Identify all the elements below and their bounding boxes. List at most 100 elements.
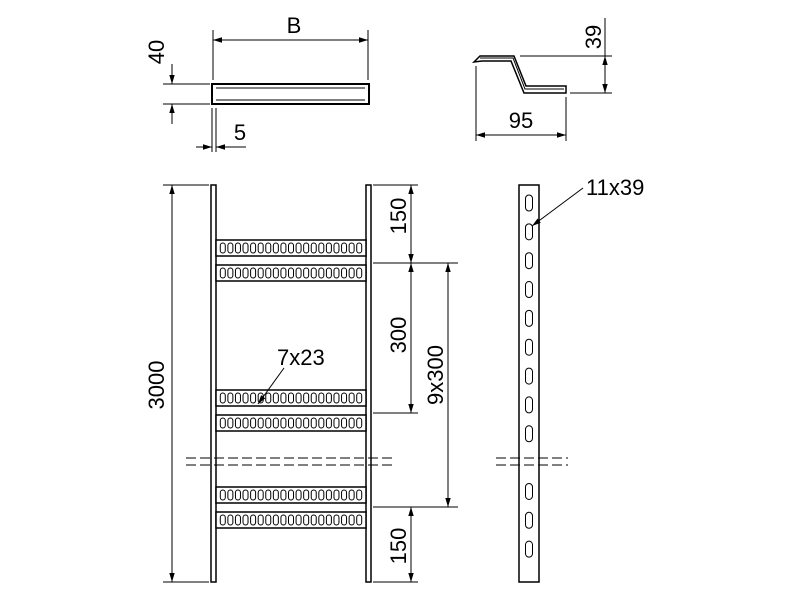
b-label: B [287,13,302,38]
slot-7x23-leader [257,367,285,405]
rung-slot [250,392,257,404]
rung-slot [272,267,279,279]
rung-slot [318,392,325,404]
rung-slot [250,417,257,429]
rung-slot [341,242,348,254]
rung-slot [250,267,257,279]
rung-slot [242,514,249,526]
rung-slot [265,417,272,429]
rung-slot [341,417,348,429]
rung-slot [250,489,257,501]
rung-slot [310,267,317,279]
rung-slot [325,489,332,501]
rail-slot [525,482,533,500]
rung-slot [325,267,332,279]
h39-label: 39 [581,25,606,49]
rail-slots [525,194,533,558]
rung-slot [325,514,332,526]
rail-slot [525,540,533,558]
rung-slot [250,242,257,254]
rung-slot [219,417,226,429]
rung-slot [219,242,226,254]
rung-slot [227,417,234,429]
rung-slot [348,267,355,279]
rung-slot [295,489,302,501]
rung-slot [325,242,332,254]
rung-slot [227,489,234,501]
rung-slot [288,489,294,501]
rung-slot [234,514,241,526]
rung-slot [325,392,332,404]
rung-slot [288,267,294,279]
rung-slot [265,392,272,404]
rung-slot [219,489,226,501]
rung-slot [333,417,340,429]
end-view: B 40 5 [144,13,370,152]
rung-slot [272,489,279,501]
rung-slot [288,417,294,429]
rung-slot [234,267,241,279]
l3000-label: 3000 [144,361,169,410]
rung-slot [280,514,287,526]
rung-slot [257,489,264,501]
rung-slot [341,392,348,404]
right-rail [365,184,372,583]
rail-slot [525,309,533,327]
rung-slot [356,417,363,429]
rung-slot [303,514,310,526]
rung-slot [257,417,264,429]
rail-profile-outline [480,57,564,90]
rung-slot [318,417,325,429]
rail-profile-outline [471,55,567,94]
rung-slot [341,489,348,501]
rung-slot [303,392,310,404]
rung-slot [257,267,264,279]
rung-slot [310,392,317,404]
rail-slot [525,511,533,529]
rung-slot [348,417,355,429]
rung-slot [242,489,249,501]
rung-slot [234,489,241,501]
top150-label: 150 [386,198,411,235]
rail-slot [525,396,533,414]
rung-slot [242,417,249,429]
rail-slot [525,223,533,241]
rung-slot [219,267,226,279]
rung-slot [295,417,302,429]
rung-slot [310,417,317,429]
rung-slot [280,242,287,254]
rung-slot [295,267,302,279]
rung-slot [356,392,363,404]
rung-slot [348,392,355,404]
rung-slot [265,514,272,526]
rung-slot [310,489,317,501]
rung-slot [265,242,272,254]
rung-slot [318,489,325,501]
rung-slot [348,242,355,254]
rung-slot [295,242,302,254]
rung-slot [288,242,294,254]
rung-slot [356,242,363,254]
span-label: 9x300 [423,345,448,405]
rung-slot [272,514,279,526]
rung-slot [318,242,325,254]
rung-slot [227,392,234,404]
rail-slot [525,338,533,356]
rail-slot [525,252,533,270]
rung-slot [280,392,287,404]
rung-slot [341,267,348,279]
rung-slot [333,392,340,404]
rung-slot [348,489,355,501]
rung-slot [310,242,317,254]
rung-slot [333,514,340,526]
rung-slot [257,242,264,254]
rung-slot [280,267,287,279]
rungs [215,239,367,529]
p300-label: 300 [386,317,411,354]
rung-slot [280,417,287,429]
ladder-plan-view: 3000 150 300 9x300 150 7x23 [144,184,458,583]
rung-slot [219,514,226,526]
rung-slot [234,242,241,254]
rung-slot [295,514,302,526]
